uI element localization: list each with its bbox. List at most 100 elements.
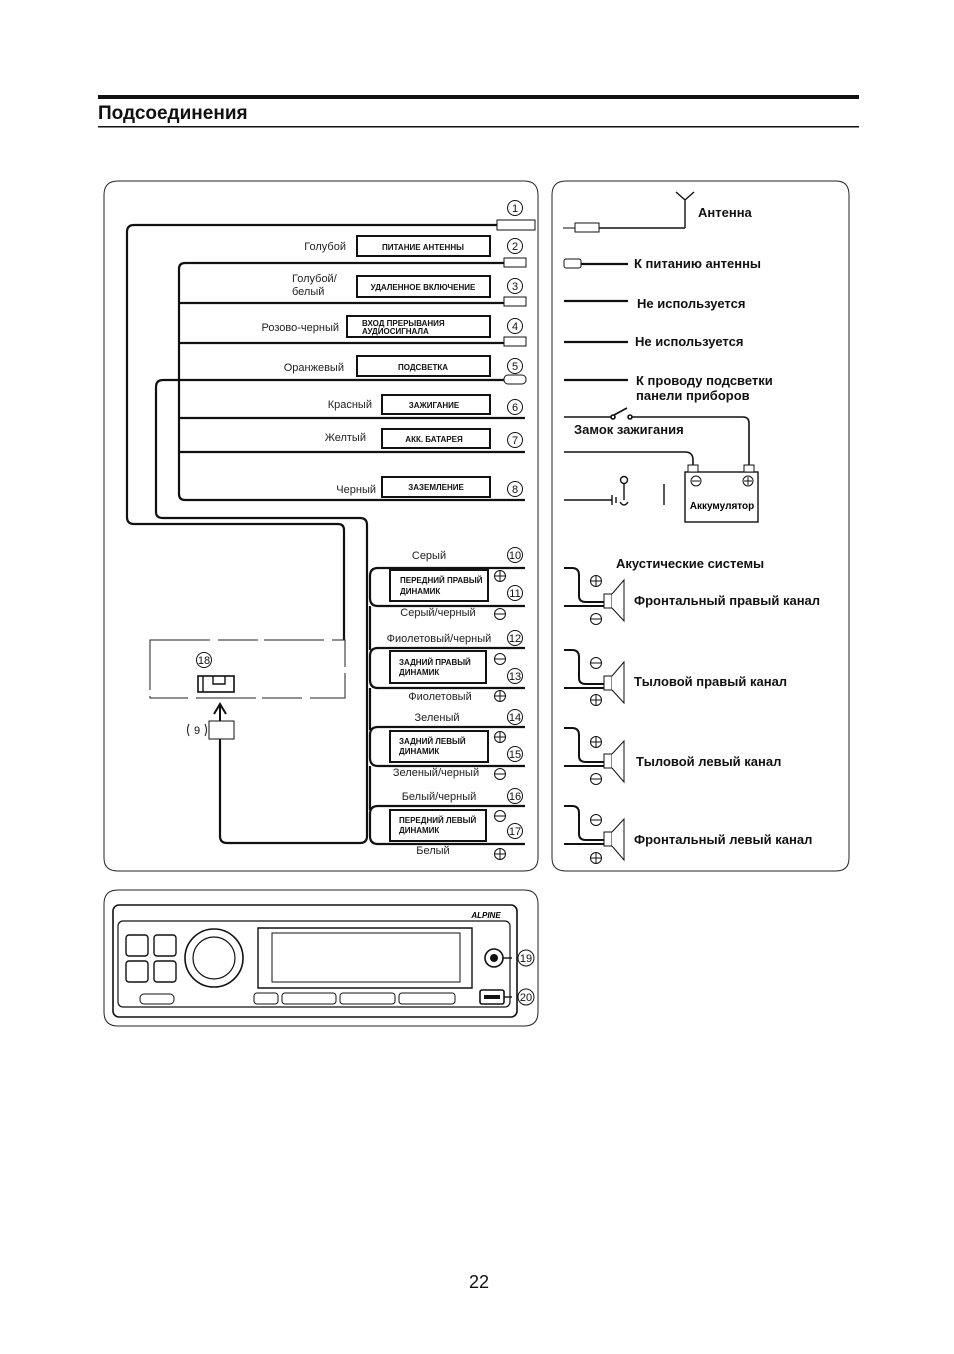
num-2: 2 — [512, 241, 518, 253]
speaker-color-13: Фиолетовый — [408, 691, 471, 703]
box-illumination-label: ПОДСВЕТКА — [398, 363, 448, 372]
wire-color-7: Желтый — [325, 432, 366, 444]
speaker-front-right — [564, 567, 625, 625]
label-illumination-2: панели приборов — [636, 388, 750, 403]
speaker-color-11: Серый/черный — [400, 607, 475, 619]
label-channel-front-left: Фронтальный левый канал — [634, 832, 812, 847]
box-battery — [381, 428, 491, 449]
speaker-rear-left — [564, 727, 625, 785]
wire-color-3-line2: белый — [292, 286, 324, 298]
wire-color-5: Оранжевый — [284, 362, 344, 374]
connector-plugs — [496, 219, 536, 385]
speaker-color-14: Зеленый — [414, 712, 459, 724]
num-14: 14 — [509, 712, 521, 724]
box-audio-interrupt — [346, 315, 491, 338]
num-19: 19 — [520, 953, 532, 965]
num-6: 6 — [512, 402, 518, 414]
antenna-power-plug — [563, 258, 582, 269]
num-13: 13 — [509, 671, 521, 683]
left-panel-frame — [103, 180, 539, 872]
wire-color-4: Розово-черный — [262, 322, 339, 334]
head-unit-front: ALPINE 19 20 — [103, 889, 539, 1027]
speaker-box-front-right-line2: ДИНАМИК — [400, 587, 440, 596]
box-remote-on-label: УДАЛЕННОЕ ВКЛЮЧЕНИЕ — [371, 283, 476, 292]
speaker-color-16: Белый/черный — [402, 791, 477, 803]
box-ignition-label: ЗАЖИГАНИЕ — [409, 401, 460, 410]
polarity-symbols-left — [494, 570, 506, 860]
speaker-color-17: Белый — [416, 845, 449, 857]
label-antenna: Антенна — [698, 205, 753, 220]
label-not-used-1: Не используется — [637, 296, 745, 311]
box-audio-interrupt-line2: АУДИОСИГНАЛА — [362, 327, 429, 336]
speaker-color-15: Зеленый/черный — [393, 767, 479, 779]
speaker-color-10: Серый — [412, 550, 446, 562]
box-illumination — [356, 355, 491, 377]
label-channel-front-right: Фронтальный правый канал — [634, 593, 820, 608]
header-rule-top — [98, 95, 859, 99]
speaker-wires — [368, 566, 525, 846]
speaker-boxes: ПЕРЕДНИЙ ПРАВЫЙ ДИНАМИК ЗАДНИЙ ПРАВЫЙ ДИ… — [389, 569, 489, 842]
wire-color-labels: Голубой Голубой/ белый Розово-черный Ора… — [262, 241, 376, 496]
speaker-box-front-left-line2: ДИНАМИК — [399, 826, 439, 835]
connector-numbers: 1 2 3 4 5 6 7 8 — [507, 200, 523, 497]
speaker-box-front-left-line1: ПЕРЕДНИЙ ЛЕВЫЙ — [399, 816, 477, 825]
box-audio-interrupt-line1: ВХОД ПРЕРЫВАНИЯ — [362, 319, 445, 328]
num-18: 18 — [198, 655, 210, 667]
box-remote-on — [356, 275, 491, 298]
num-7: 7 — [512, 435, 518, 447]
page-title: Подсоединения — [98, 103, 248, 124]
speaker-box-front-left — [389, 809, 487, 842]
num-16: 16 — [509, 791, 521, 803]
harness-wires — [125, 223, 525, 845]
wire-color-3-line1: Голубой/ — [292, 273, 338, 285]
antenna-icon — [599, 191, 695, 229]
battery-icon: Аккумулятор — [684, 464, 759, 523]
speaker-wire-labels: Серый Серый/черный Фиолетовый/черный Фио… — [387, 547, 523, 857]
battery-label: Аккумулятор — [690, 501, 755, 512]
box-battery-label: АКК. БАТАРЕЯ — [405, 435, 463, 444]
num-9: 9 — [194, 725, 200, 737]
num-11: 11 — [509, 588, 520, 600]
speaker-box-rear-left-line2: ДИНАМИК — [399, 747, 439, 756]
speaker-box-front-right-line1: ПЕРЕДНИЙ ПРАВЫЙ — [400, 576, 483, 585]
connector-boxes: ПИТАНИЕ АНТЕННЫ УДАЛЕННОЕ ВКЛЮЧЕНИЕ ВХОД… — [346, 235, 491, 498]
label-not-used-2: Не используется — [635, 334, 743, 349]
num-20: 20 — [520, 992, 532, 1004]
unit-rear: 18 9 — [149, 639, 346, 741]
wire-color-2: Голубой — [304, 241, 346, 253]
box-ignition — [381, 394, 491, 415]
speaker-color-12: Фиолетовый/черный — [387, 633, 492, 645]
box-ground-label: ЗАЗЕМЛЕНИЕ — [408, 483, 464, 492]
speaker-box-rear-right-line1: ЗАДНИЙ ПРАВЫЙ — [399, 658, 471, 667]
label-illumination-1: К проводу подсветки — [636, 373, 773, 388]
box-ground — [381, 476, 491, 498]
label-antenna-power: К питанию антенны — [634, 256, 761, 271]
right-panel-frame — [551, 180, 850, 872]
wire-color-8: Черный — [336, 484, 376, 496]
box-antenna-power — [356, 235, 491, 257]
label-channel-rear-right: Тыловой правый канал — [634, 674, 787, 689]
connector-9 — [208, 720, 235, 740]
antenna-plug — [563, 222, 600, 233]
battery-wire — [564, 451, 694, 466]
num-3: 3 — [512, 281, 518, 293]
num-8: 8 — [512, 484, 518, 496]
box-antenna-power-label: ПИТАНИЕ АНТЕННЫ — [382, 243, 464, 252]
num-4: 4 — [512, 321, 518, 333]
num-17: 17 — [509, 826, 521, 838]
num-15: 15 — [509, 749, 521, 761]
speaker-rear-right — [564, 649, 625, 706]
num-10: 10 — [509, 550, 521, 562]
label-ignition: Замок зажигания — [574, 422, 684, 437]
speaker-box-rear-left-line1: ЗАДНИЙ ЛЕВЫЙ — [399, 737, 466, 746]
label-channel-rear-left: Тыловой левый канал — [636, 754, 781, 769]
speaker-box-rear-right — [389, 650, 487, 684]
label-speakers-title: Акустические системы — [616, 556, 764, 571]
ignition-switch-icon — [564, 407, 750, 466]
page-number: 22 — [469, 1272, 489, 1292]
speaker-box-rear-right-line2: ДИНАМИК — [399, 668, 439, 677]
brand-logo: ALPINE — [470, 911, 501, 920]
num-1: 1 — [512, 203, 518, 215]
num-5: 5 — [512, 361, 518, 373]
